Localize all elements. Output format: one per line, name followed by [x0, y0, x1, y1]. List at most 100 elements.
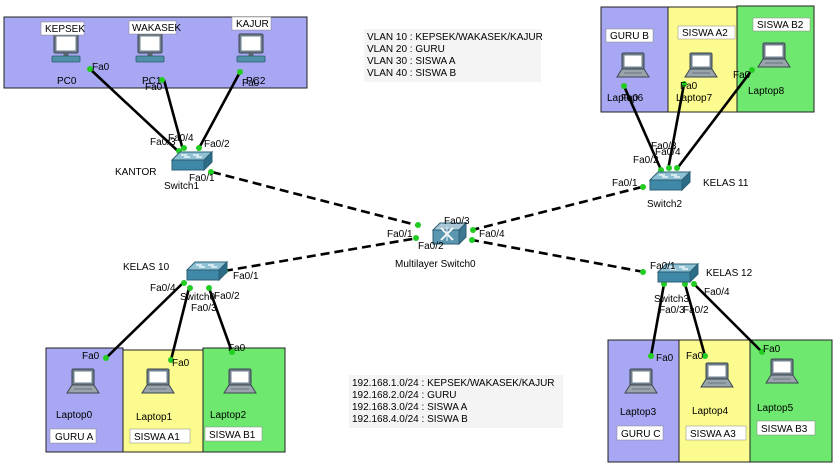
port-label: Fa0/4	[479, 229, 505, 240]
subnet-note-line: 192.168.1.0/24 : KEPSEK/WAKASEK/KAJUR	[352, 378, 555, 389]
switch0-device[interactable]	[186, 261, 228, 281]
port-label: Fa0/1	[387, 229, 413, 240]
port-label: Fa0/3	[651, 141, 677, 152]
pc2-device[interactable]	[236, 33, 266, 63]
switch2-label: Switch2	[647, 199, 682, 210]
link-laptop5-switch3	[693, 283, 763, 353]
laptop7-label: Laptop7	[676, 93, 713, 104]
laptop1-label: Laptop1	[136, 412, 173, 423]
kelas12-zone-labels: GURU C SISWA A3 SISWA B3	[616, 420, 816, 441]
switch-name-kelas10: KELAS 10	[123, 262, 170, 273]
port-label: Fa0/4	[150, 283, 176, 294]
link-laptop4-switch3	[683, 283, 707, 357]
port-label: Fa0/4	[655, 147, 681, 158]
zone-label-kajur: KAJUR	[236, 19, 269, 30]
port-label: Fa0/1	[233, 271, 259, 282]
switch-name-kelas11: KELAS 11	[703, 178, 749, 189]
laptop-icon	[616, 52, 650, 78]
link-switch2-mls	[471, 185, 643, 232]
port-label: Fa0/1	[650, 261, 676, 272]
link-switch3-mls	[471, 238, 645, 274]
multilayer-switch-label: Multilayer Switch0	[395, 259, 476, 270]
pc-icon	[135, 33, 165, 63]
link-laptop2-switch0	[207, 287, 234, 353]
vlan-note-line: VLAN 30 : SISWA A	[367, 56, 456, 67]
link-laptop0-switch0	[105, 281, 185, 359]
port-label: Fa0/4	[168, 133, 194, 144]
device-labels: PC0 PC1 PC2 Laptop6 Laptop7 Laptop8 Lapt…	[56, 76, 794, 423]
switch-name-kelas12: KELAS 12	[706, 268, 753, 279]
pc-icon	[51, 33, 81, 63]
port-label: Fa0/3	[150, 137, 176, 148]
laptop7-device[interactable]	[684, 52, 718, 78]
zone-label-siswa-b1: SISWA B1	[209, 430, 256, 441]
laptop2-device[interactable]	[223, 368, 257, 394]
port-label: Fa0	[733, 70, 751, 81]
link-laptop3-switch3	[649, 283, 666, 357]
switch1-device[interactable]	[171, 151, 213, 171]
port-label: Fa0/2	[633, 155, 659, 166]
zone-label-siswa-a1: SISWA A1	[134, 432, 180, 443]
zone-label-wakasek: WAKASEK	[132, 23, 181, 34]
port-dots	[87, 66, 765, 363]
link-laptop6-switch2	[622, 85, 664, 173]
pc0-device[interactable]	[51, 33, 81, 63]
pc1-device[interactable]	[135, 33, 165, 63]
laptop8-device[interactable]	[757, 42, 791, 68]
laptop5-device[interactable]	[765, 358, 799, 384]
laptop-icon	[141, 368, 175, 394]
zone-label-siswa-a3: SISWA A3	[690, 429, 736, 440]
port-label: Fa0/2	[214, 291, 240, 302]
pc0-label: PC0	[57, 76, 77, 87]
kantor-zone-labels: KEPSEK WAKASEK KAJUR	[40, 16, 272, 36]
vlan-note: VLAN 10 : KEPSEK/WAKASEK/KAJUR VLAN 20 :…	[364, 29, 543, 82]
link-laptop1-switch0	[169, 287, 191, 361]
port-label: Fa0/3	[444, 216, 470, 227]
zone-label-siswa-b2: SISWA B2	[757, 20, 804, 31]
zone-label-guru-c: GURU C	[621, 429, 660, 440]
switch2-device[interactable]	[649, 171, 691, 191]
laptop6-label: Laptop6	[607, 93, 644, 104]
zone-label-siswa-b3: SISWA B3	[761, 424, 808, 435]
subnet-note-line: 192.168.2.0/24 : GURU	[352, 390, 457, 401]
switch3-label: Switch3	[654, 294, 689, 305]
zone-label-kepsek: KEPSEK	[45, 24, 85, 35]
laptop0-label: Laptop0	[56, 410, 93, 421]
laptop3-label: Laptop3	[620, 407, 657, 418]
vlan-note-line: VLAN 40 : SISWA B	[367, 68, 456, 79]
laptop4-device[interactable]	[700, 362, 734, 388]
laptop6-device[interactable]	[616, 52, 650, 78]
port-label: Fa0/2	[683, 305, 709, 316]
laptop-icon	[757, 42, 791, 68]
port-label: Fa0	[763, 344, 781, 355]
port-label: Fa0	[145, 82, 163, 93]
kelas11-zone-labels: GURU B SISWA A2 SISWA B2	[605, 17, 811, 43]
port-label: Fa0	[656, 353, 674, 364]
laptop2-label: Laptop2	[210, 410, 247, 421]
zone-label-siswa-a2: SISWA A2	[682, 28, 728, 39]
laptop1-device[interactable]	[141, 368, 175, 394]
zone-kelas12	[607, 339, 833, 463]
switch-icon	[649, 171, 691, 191]
port-label: Fa0	[82, 351, 100, 362]
trunk-links	[211, 170, 645, 274]
pc2-label: PC2	[246, 76, 266, 87]
port-label: Fa0	[242, 78, 260, 89]
kelas10-zone-labels: GURU A SISWA A1 SISWA B1	[49, 426, 263, 444]
links	[89, 68, 763, 361]
laptop3-device[interactable]	[624, 368, 658, 394]
vlan-note-line: VLAN 10 : KEPSEK/WAKASEK/KAJUR	[367, 32, 543, 43]
switch-name-kantor: KANTOR	[115, 167, 157, 178]
link-pc2-switch1	[196, 71, 242, 151]
port-label: Fa0	[621, 93, 639, 104]
vlan-note-line: VLAN 20 : GURU	[367, 44, 445, 55]
switch-icon	[186, 261, 228, 281]
pc1-label: PC1	[142, 76, 162, 87]
port-label: Fa0	[228, 343, 246, 354]
port-label: Fa0/2	[204, 139, 230, 150]
subnet-note: 192.168.1.0/24 : KEPSEK/WAKASEK/KAJUR 19…	[349, 375, 563, 428]
laptop0-device[interactable]	[66, 368, 100, 394]
zone-label-guru-b: GURU B	[610, 31, 649, 42]
port-label: Fa0	[680, 81, 698, 92]
